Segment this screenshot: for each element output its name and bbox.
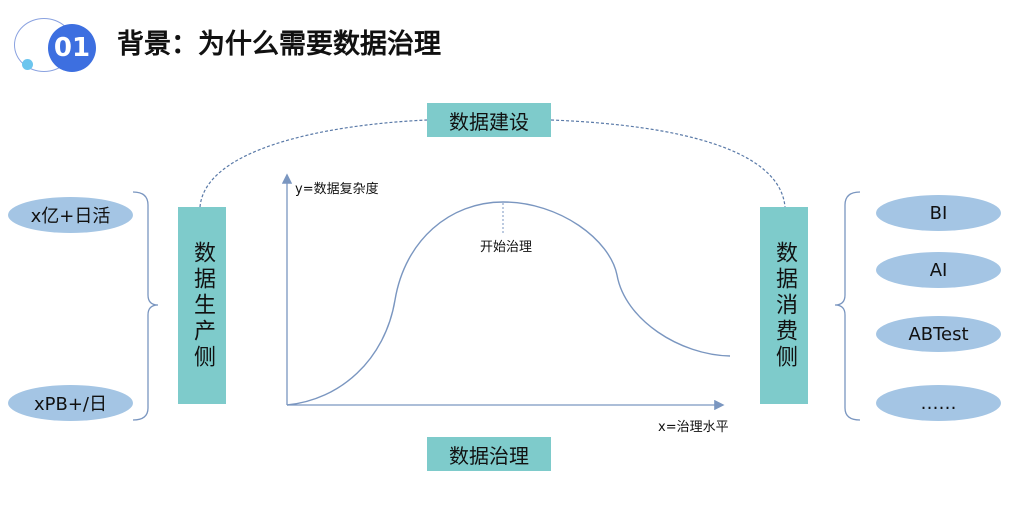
x-axis-label: x=治理水平 [658, 420, 729, 435]
ai-ellipse: AI [876, 252, 1001, 288]
daily-volume-ellipse: xPB+/日 [8, 385, 133, 421]
section-number-badge: 01 [48, 24, 96, 72]
left-brace [132, 191, 159, 421]
y-axis-label: y=数据复杂度 [295, 182, 379, 197]
right-brace [834, 191, 861, 421]
decorative-dot-icon [22, 59, 33, 70]
data-governance-box: 数据治理 [427, 437, 551, 471]
page-title: 背景：为什么需要数据治理 [117, 29, 441, 60]
daily-active-ellipse: x亿+日活 [8, 197, 133, 233]
bi-ellipse: BI [876, 195, 1001, 231]
data-producer-box: 数据生产侧 [178, 207, 226, 404]
peak-annotation: 开始治理 [480, 240, 533, 255]
abtest-ellipse: ABTest [876, 316, 1001, 352]
complexity-curve [286, 201, 731, 406]
more-ellipse: …… [876, 385, 1001, 421]
data-construction-box: 数据建设 [427, 103, 551, 137]
data-consumer-box: 数据消费侧 [760, 207, 808, 404]
dashed-arc [199, 119, 786, 208]
